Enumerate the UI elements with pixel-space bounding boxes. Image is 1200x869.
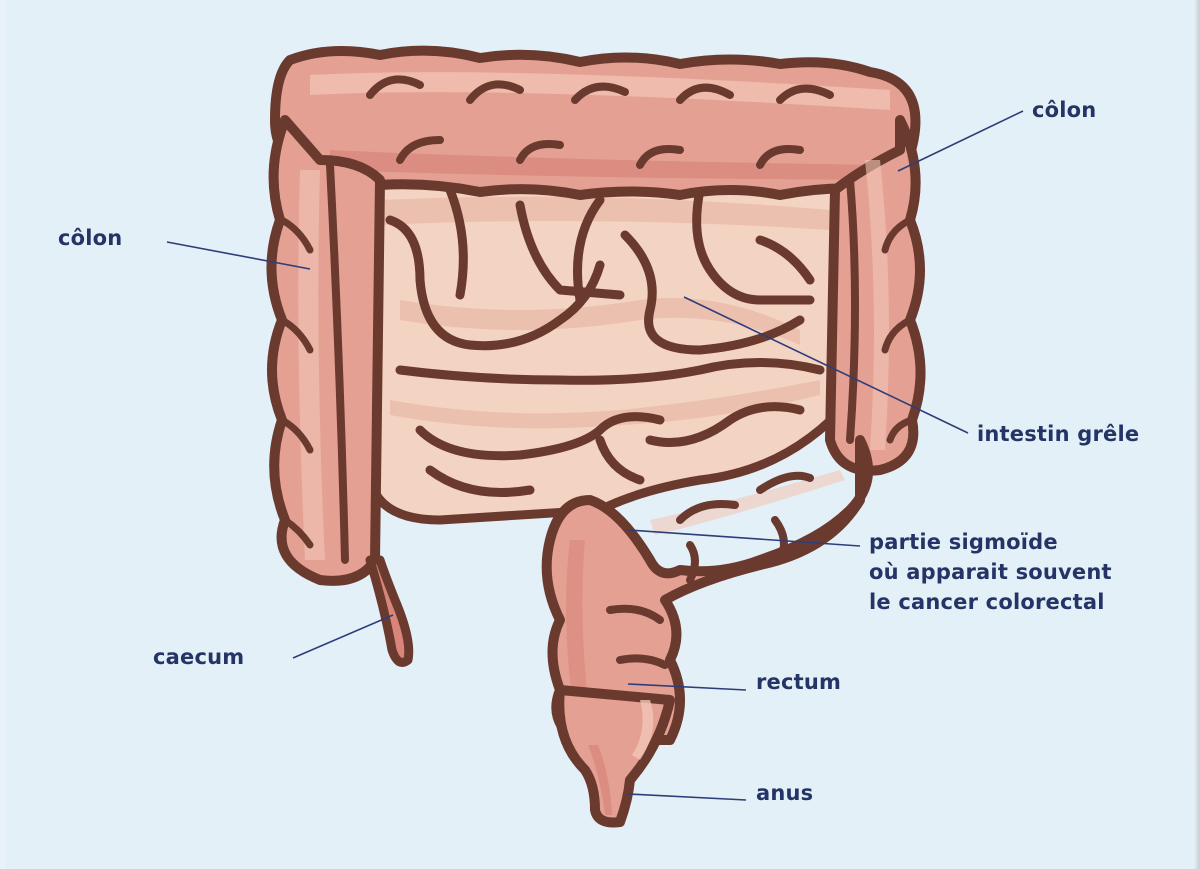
label-rectum: rectum — [756, 670, 842, 694]
frame-edge-right — [1194, 0, 1200, 869]
label-colon-right: côlon — [1032, 98, 1097, 122]
leader-line-caecum — [292, 614, 394, 659]
leader-line-anus — [627, 793, 747, 801]
leader-line-small-intestine — [683, 296, 969, 434]
frame-edge-left — [0, 0, 6, 869]
leader-line-colon-left — [166, 241, 311, 270]
leader-line-colon-right — [897, 110, 1024, 172]
leader-line-sigmoid — [627, 529, 861, 547]
label-colon-left: côlon — [58, 226, 123, 250]
small-intestine-shape — [355, 159, 855, 525]
leader-lines — [166, 110, 1024, 801]
label-small-intestine: intestin grêle — [977, 422, 1140, 446]
colon-shape — [266, 45, 926, 828]
label-caecum: caecum — [153, 645, 245, 669]
label-anus: anus — [756, 781, 814, 805]
label-sigmoid: partie sigmoïde où apparait souvent le c… — [869, 530, 1112, 614]
leader-line-rectum — [627, 683, 747, 691]
